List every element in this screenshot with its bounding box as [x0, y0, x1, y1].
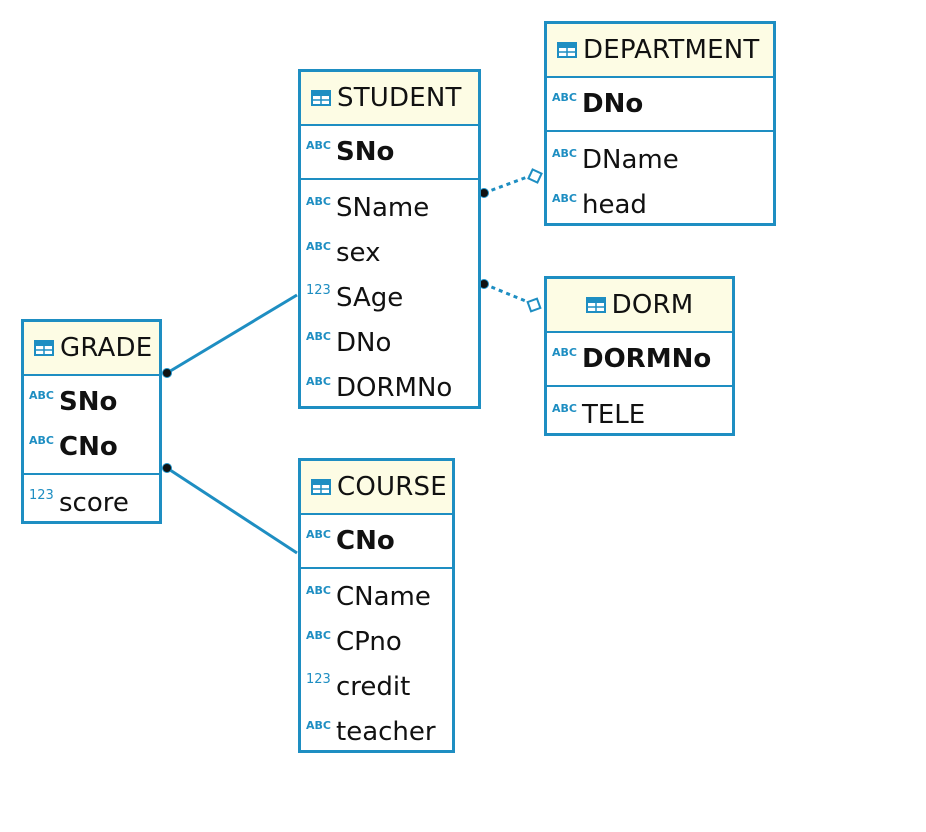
text-type-icon: ABC: [552, 402, 577, 415]
attribute[interactable]: ABC teacher: [301, 709, 452, 754]
primary-key-attribute[interactable]: ABC CNo: [301, 518, 452, 563]
text-type-icon: ABC: [306, 528, 331, 541]
entity-header[interactable]: COURSE: [301, 461, 452, 515]
primary-key-attribute[interactable]: ABC DORMNo: [547, 336, 732, 381]
text-type-icon: ABC: [306, 719, 331, 732]
attribute-name: teacher: [336, 716, 436, 747]
attribute[interactable]: 123 credit: [301, 664, 452, 709]
text-type-icon: ABC: [306, 139, 331, 152]
attribute-name: TELE: [582, 399, 646, 430]
attribute-section: 123 score: [24, 475, 159, 525]
attribute-name: SNo: [59, 386, 118, 417]
entity-header[interactable]: STUDENT: [301, 72, 478, 126]
table-icon: [585, 297, 606, 313]
attribute-name: sex: [336, 237, 381, 268]
attribute-name: head: [582, 189, 647, 220]
text-type-icon: ABC: [306, 240, 331, 253]
attribute[interactable]: ABC TELE: [547, 392, 732, 437]
text-type-icon: ABC: [552, 147, 577, 160]
rel-grade-course[interactable]: [162, 463, 298, 555]
primary-key-section: ABC CNo: [301, 515, 452, 569]
primary-key-attribute[interactable]: ABC SNo: [24, 379, 159, 424]
attribute[interactable]: ABC CName: [301, 574, 452, 619]
table-icon: [34, 340, 54, 356]
primary-key-attribute[interactable]: ABC DNo: [547, 81, 773, 126]
text-type-icon: ABC: [29, 434, 54, 447]
attribute-name: DORMNo: [582, 343, 712, 374]
attribute-name: DNo: [582, 88, 644, 119]
attribute-name: SNo: [336, 136, 395, 167]
attribute-name: CPno: [336, 626, 402, 657]
table-icon: [557, 42, 577, 58]
entity-title: COURSE: [337, 472, 447, 502]
entity-title: STUDENT: [337, 83, 462, 113]
attribute[interactable]: ABC DNo: [301, 320, 478, 365]
rel-student-dorm[interactable]: [479, 279, 544, 315]
attribute[interactable]: ABC head: [547, 182, 773, 227]
attribute-name: DORMNo: [336, 372, 453, 403]
text-type-icon: ABC: [29, 389, 54, 402]
table-icon: [311, 479, 331, 495]
attribute[interactable]: 123 score: [24, 480, 159, 525]
text-type-icon: ABC: [306, 584, 331, 597]
attribute-name: CName: [336, 581, 431, 612]
attribute[interactable]: ABC CPno: [301, 619, 452, 664]
entity-title: DEPARTMENT: [583, 35, 760, 65]
attribute-name: CNo: [59, 431, 118, 462]
attribute[interactable]: ABC SName: [301, 185, 478, 230]
numeric-type-icon: 123: [29, 488, 54, 503]
entity-header[interactable]: DORM: [547, 279, 732, 333]
attribute-name: SName: [336, 192, 430, 223]
entity-title: GRADE: [60, 333, 153, 363]
text-type-icon: ABC: [552, 346, 577, 359]
attribute[interactable]: 123 SAge: [301, 275, 478, 320]
entity-header[interactable]: DEPARTMENT: [547, 24, 773, 78]
attribute[interactable]: ABC sex: [301, 230, 478, 275]
attribute[interactable]: ABC DName: [547, 137, 773, 182]
text-type-icon: ABC: [552, 91, 577, 104]
numeric-type-icon: 123: [306, 672, 331, 687]
primary-key-attribute[interactable]: ABC CNo: [24, 424, 159, 469]
attribute-section: ABC TELE: [547, 387, 732, 437]
primary-key-section: ABC DORMNo: [547, 333, 732, 387]
attribute-name: DName: [582, 144, 679, 175]
text-type-icon: ABC: [306, 330, 331, 343]
text-type-icon: ABC: [552, 192, 577, 205]
table-icon: [311, 90, 331, 106]
primary-key-section: ABC SNo: [301, 126, 478, 180]
rel-grade-student[interactable]: [162, 293, 298, 378]
attribute[interactable]: ABC DORMNo: [301, 365, 478, 410]
text-type-icon: ABC: [306, 629, 331, 642]
attribute-name: DNo: [336, 327, 392, 358]
entity-title: DORM: [611, 290, 694, 320]
attribute-name: credit: [336, 671, 411, 702]
primary-key-attribute[interactable]: ABC SNo: [301, 129, 478, 174]
text-type-icon: ABC: [306, 195, 331, 208]
attribute-name: score: [59, 487, 129, 518]
attribute-name: CNo: [336, 525, 395, 556]
primary-key-section: ABC DNo: [547, 78, 773, 132]
entity-header[interactable]: GRADE: [24, 322, 159, 376]
attribute-name: SAge: [336, 282, 404, 313]
text-type-icon: ABC: [306, 375, 331, 388]
rel-student-department[interactable]: [479, 167, 544, 198]
numeric-type-icon: 123: [306, 283, 331, 298]
